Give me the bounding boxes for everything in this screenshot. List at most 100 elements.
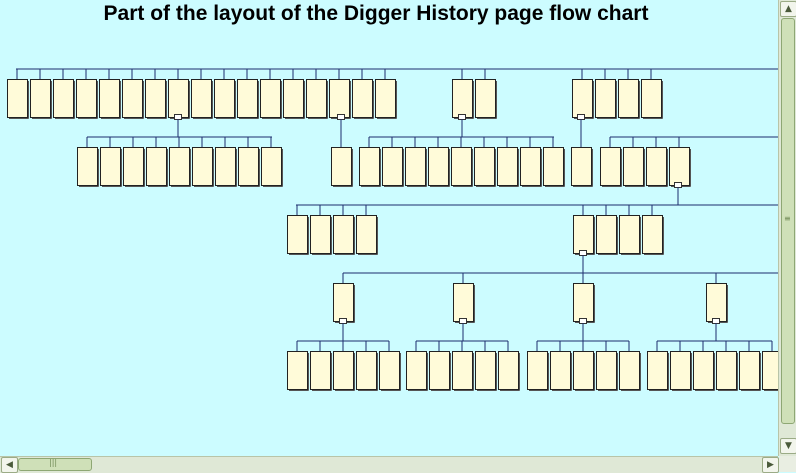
page-box [191,79,212,118]
page-box [647,351,668,390]
page-box [497,147,518,186]
page-box [356,215,377,254]
page-box [329,79,350,118]
page-box [475,79,496,118]
expand-marker-icon [337,114,345,120]
page-box [527,351,548,390]
page-box [452,79,473,118]
page-box [214,79,235,118]
page-box [451,147,472,186]
vertical-scrollbar[interactable]: ▲ ≡ ▼ [778,0,796,456]
page-box [99,79,120,118]
page-box [53,79,74,118]
page-box [543,147,564,186]
expand-marker-icon [174,114,182,120]
page-box [77,147,98,186]
page-box [30,79,51,118]
page-box [573,351,594,390]
page-box [520,147,541,186]
page-box [375,79,396,118]
page-box [498,351,519,390]
expand-marker-icon [577,114,585,120]
page-box [310,351,331,390]
page-box [596,215,617,254]
arrow-left-icon[interactable]: ◀ [1,457,18,473]
page-box [146,147,167,186]
page-box [550,351,571,390]
page-box [406,351,427,390]
page-box [310,215,331,254]
page-box [670,351,691,390]
page-box [382,147,403,186]
vertical-scroll-thumb[interactable]: ≡ [781,18,795,424]
scrollbar-corner [779,456,796,472]
page-box [475,351,496,390]
page-box [669,147,690,186]
expand-marker-icon [579,250,587,256]
page-box [619,351,640,390]
horizontal-scrollbar[interactable]: ◀ ||| ▶ [0,456,779,473]
page-box [429,351,450,390]
page-box [331,147,352,186]
page-box [306,79,327,118]
expand-marker-icon [579,318,587,324]
page-box [76,79,97,118]
page-box [739,351,760,390]
arrow-down-icon[interactable]: ▼ [780,438,796,454]
page-box [287,215,308,254]
page-box [168,79,189,118]
expand-marker-icon [712,318,720,324]
page-box [619,215,640,254]
page-box [428,147,449,186]
flow-chart-diagram [7,68,778,391]
expand-marker-icon [674,182,682,188]
page-box [693,351,714,390]
page-box [287,351,308,390]
page-box [122,79,143,118]
arrow-right-icon[interactable]: ▶ [762,457,779,473]
page-box [623,147,644,186]
page-box [283,79,304,118]
page-box [261,147,282,186]
page-title: Part of the layout of the Digger History… [103,2,649,25]
page-box [123,147,144,186]
page-box [333,351,354,390]
page-box [238,147,259,186]
page-box [7,79,28,118]
page-box [646,147,667,186]
page-box [618,79,639,118]
page-box [716,351,737,390]
page-box [215,147,236,186]
page-box [706,283,727,322]
page-box [641,79,662,118]
arrow-up-icon[interactable]: ▲ [780,1,796,17]
page-box [260,79,281,118]
page-box [237,79,258,118]
page-box [169,147,190,186]
expand-marker-icon [339,318,347,324]
expand-marker-icon [459,318,467,324]
page-box [600,147,621,186]
page-box [192,147,213,186]
page-box [573,215,594,254]
page-box [100,147,121,186]
page-box [572,79,593,118]
page-box [145,79,166,118]
page-box [356,351,377,390]
page-box [474,147,495,186]
page-box [571,147,592,186]
page-box [642,215,663,254]
page-box [453,283,474,322]
page-box [359,147,380,186]
expand-marker-icon [458,114,466,120]
page-box [333,215,354,254]
horizontal-scroll-thumb[interactable]: ||| [18,458,92,471]
page-box [595,79,616,118]
page-box [333,283,354,322]
page-box [762,351,778,390]
page-box [379,351,400,390]
page-box [596,351,617,390]
page-box [352,79,373,118]
page-box [452,351,473,390]
page-box [405,147,426,186]
